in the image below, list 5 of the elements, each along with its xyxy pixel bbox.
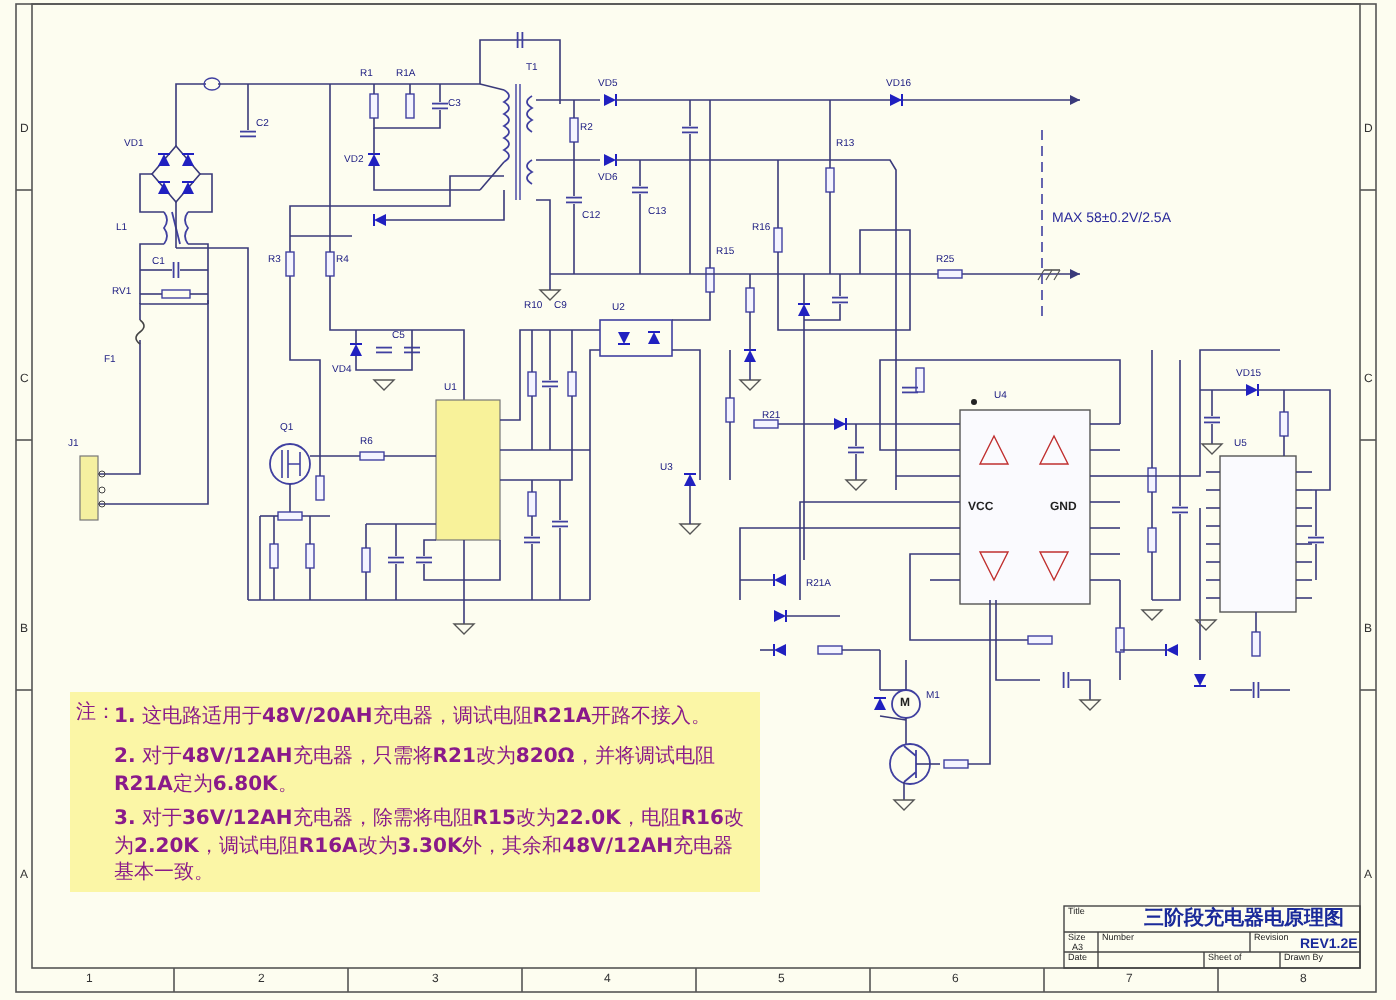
note-text: 2. 对于48V/12AH充电器，只需将R21改为820Ω，并将调试电阻R21A定为6.80K。 (114, 744, 717, 798)
note-heading: 注： (76, 704, 116, 724)
note-text: 1. 这电路适用于48V/20AH充电器，调试电阻R21A开路不接入。 (114, 704, 714, 731)
diagram-title: 三阶段充电器电原理图 (1144, 910, 1344, 930)
note-text: 3. 对于36V/12AH充电器，除需将电阻R15改为22.0K，电阻R16改为2.20K，调试电阻R16A改为3.30K外，其余和48V/12AH充电器基本一致。 (114, 806, 746, 887)
